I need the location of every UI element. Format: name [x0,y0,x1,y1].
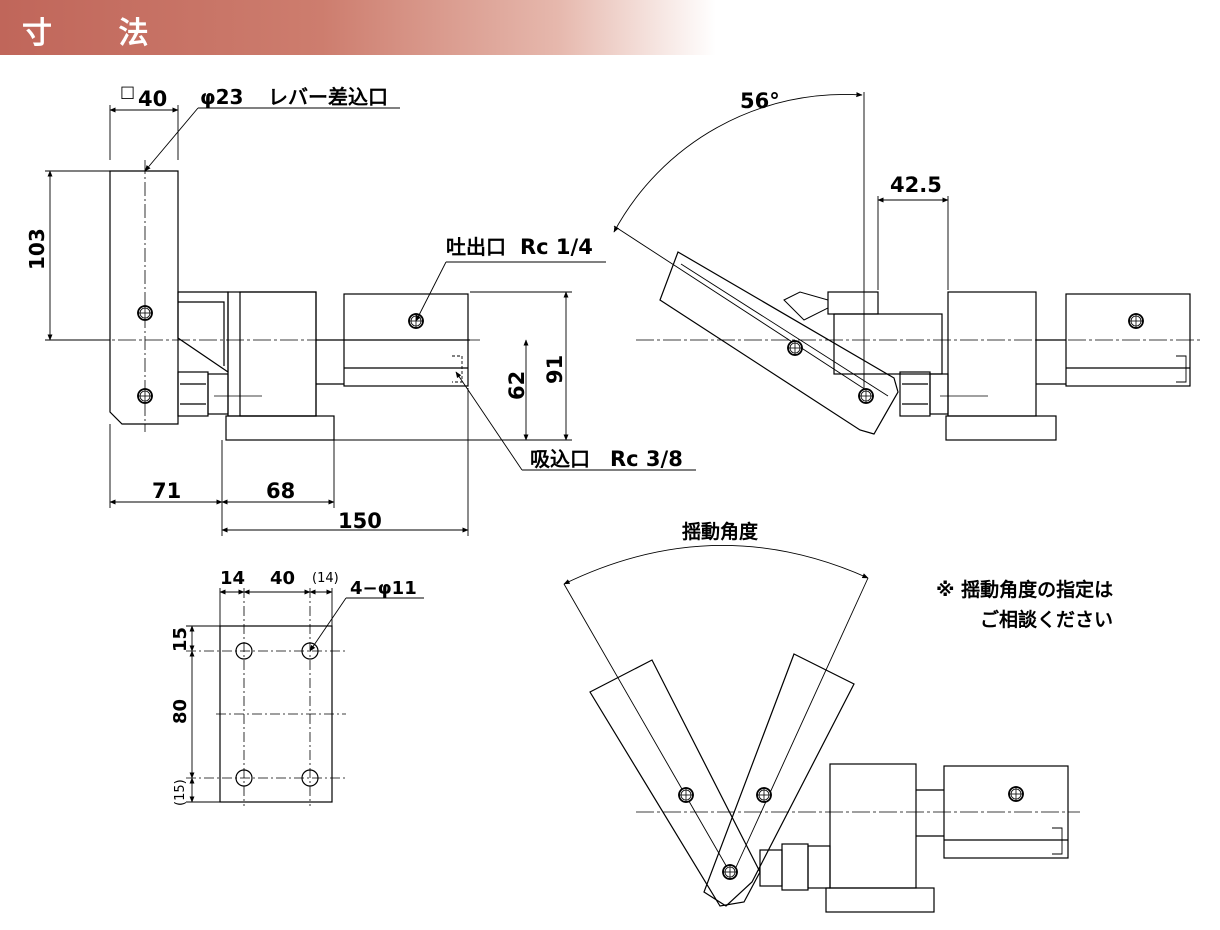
front-view [64,160,480,441]
dim-40-b: 40 [270,568,295,589]
dim-phi23: φ23 [200,85,243,109]
square-symbol: □ [120,82,135,101]
swing-angle-label: 揺動角度 [682,520,759,543]
pump-body-2 [947,291,1037,417]
dim-14-ref: (14) [312,571,339,586]
suction-port-label: 吸込口 [530,447,590,471]
dim-15-ref: (15) [173,779,188,806]
note-line-2: ご相談ください [980,608,1113,631]
dim-103: 103 [25,228,49,270]
base-plate-2 [945,415,1057,441]
note-line-1: ※ 揺動角度の指定は [936,578,1113,601]
discharge-port-label: 吐出口 [446,235,506,259]
swing-view [563,544,1080,913]
dim-15: 15 [170,627,191,652]
dim-91: 91 [543,355,567,384]
dim-14: 14 [220,568,245,589]
tilted-lever [659,251,899,435]
dim-40: 40 [138,87,167,111]
tilted-view [613,92,1200,441]
dim-68: 68 [266,479,295,503]
dim-150: 150 [338,509,382,533]
dim-62: 62 [505,371,529,400]
dim-71: 71 [152,479,181,503]
suction-port-rc: Rc 3/8 [610,447,683,471]
dim-80: 80 [170,699,191,724]
lever-port-label: レバー差込口 [268,85,388,109]
link-plate [177,291,229,374]
front-dims [45,105,696,536]
section-title: 寸 法 [22,16,177,51]
section-header: 寸 法 [0,0,716,55]
base-plate [225,415,335,441]
lever [109,170,179,425]
base-plate-view [186,588,424,806]
dim-42-5: 42.5 [890,173,942,197]
discharge-port-rc: Rc 1/4 [520,235,593,259]
holes-label: 4−φ11 [350,578,417,599]
hex-nut [177,371,209,417]
angle-56: 56° [740,89,780,113]
pump-body [227,291,317,417]
